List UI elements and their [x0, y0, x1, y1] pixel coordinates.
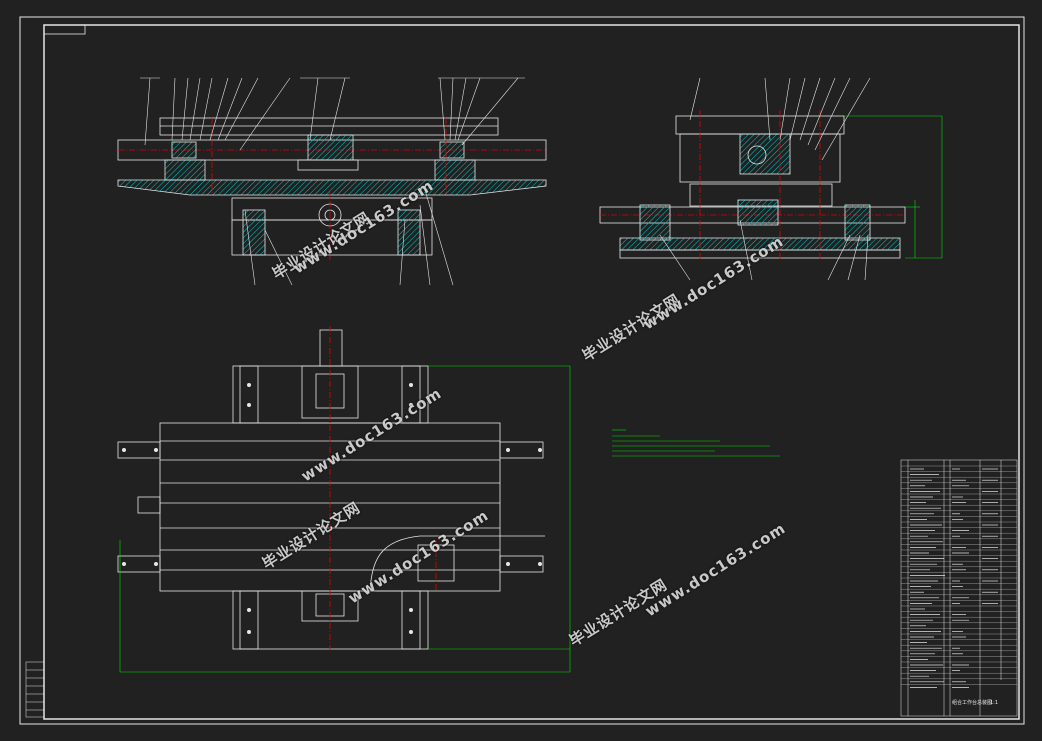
drawing-title: 组合工作台总装图	[952, 699, 992, 706]
parts-list-text-marks	[910, 468, 998, 688]
sheet-border	[19, 16, 1025, 725]
technical-notes	[612, 429, 780, 457]
top-view	[117, 326, 571, 673]
side-view	[599, 77, 943, 281]
parts-list	[900, 459, 1018, 717]
drawing-scale: 1:1	[990, 700, 998, 706]
front-view	[117, 77, 547, 286]
revision-block	[25, 661, 45, 718]
parts-list-rows	[901, 465, 1017, 685]
